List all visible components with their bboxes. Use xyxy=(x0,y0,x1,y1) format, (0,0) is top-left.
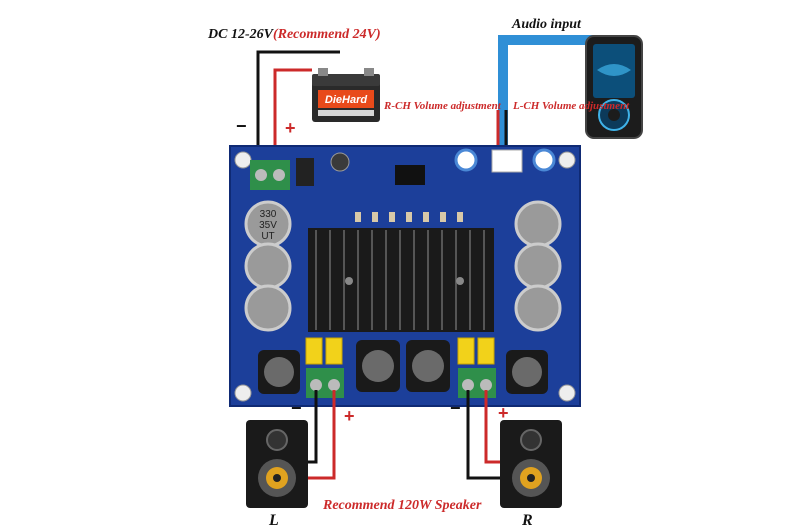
amplifier-board: 330 35V UT xyxy=(229,145,581,407)
heatsink xyxy=(308,228,494,332)
cap-label-line3: UT xyxy=(261,231,274,242)
rch-volume-label: R-CH Volume adjustment xyxy=(384,100,501,112)
audio-input-label: Audio input xyxy=(512,17,581,32)
cap-label-line1: 330 xyxy=(260,209,277,220)
left-channel-label: L xyxy=(269,512,279,529)
battery: DieHard xyxy=(312,68,380,122)
cap-label-line2: 35V xyxy=(259,220,277,231)
audio-connector xyxy=(491,149,523,173)
left-speaker-minus-sign: − xyxy=(291,398,302,418)
right-channel-label: R xyxy=(522,512,533,529)
power-positive-wire xyxy=(273,68,312,172)
lch-volume-pot xyxy=(532,148,556,172)
power-label: DC 12-26V(Recommend 24V) xyxy=(208,27,381,43)
capacitors-left xyxy=(244,200,292,332)
lch-volume-label: L-CH Volume adjustment xyxy=(513,100,630,112)
yellow-capacitors xyxy=(305,337,495,365)
capacitors-right xyxy=(514,200,562,332)
power-negative-wire xyxy=(256,50,340,172)
right-speaker xyxy=(500,420,562,508)
battery-brand: DieHard xyxy=(325,94,367,106)
right-speaker-plus-sign: + xyxy=(498,403,509,423)
inductors xyxy=(258,340,548,394)
rch-volume-pot xyxy=(454,148,478,172)
right-speaker-minus-sign: − xyxy=(450,398,461,418)
power-wires xyxy=(256,50,340,172)
power-voltage-text: DC 12-26V xyxy=(208,27,273,42)
power-recommend-text: (Recommend 24V) xyxy=(272,27,381,42)
power-minus-sign: − xyxy=(236,116,247,136)
speaker-recommend-label: Recommend 120W Speaker xyxy=(323,498,482,513)
ic-chip xyxy=(395,165,425,185)
left-speaker-plus-sign: + xyxy=(344,406,355,426)
audio-cable xyxy=(496,35,605,152)
power-plus-sign: + xyxy=(285,118,296,138)
mp3-player xyxy=(585,35,643,139)
left-speaker xyxy=(246,420,308,508)
speaker-wires xyxy=(306,390,502,480)
